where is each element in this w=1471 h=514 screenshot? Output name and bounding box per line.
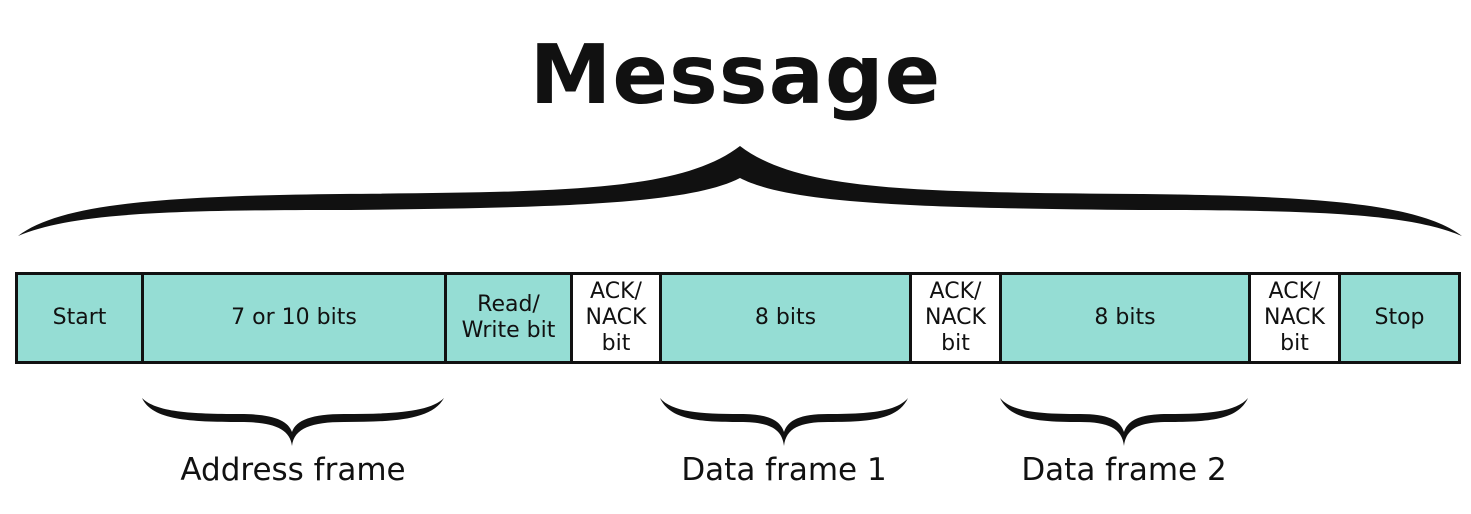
address-frame-label: Address frame xyxy=(180,452,406,488)
address-frame-brace xyxy=(142,398,444,446)
data-frame-2-bits-field: 8 bits xyxy=(1002,275,1251,361)
read-write-bit-field: Read/ Write bit xyxy=(447,275,573,361)
address-bits-field: 7 or 10 bits xyxy=(144,275,447,361)
data-frame-2-label: Data frame 2 xyxy=(1021,452,1227,488)
ack-nack-bit-field-1: ACK/ NACK bit xyxy=(573,275,662,361)
diagram-title: Message xyxy=(529,28,942,123)
start-field: Start xyxy=(18,275,144,361)
data-frame-1-label: Data frame 1 xyxy=(681,452,887,488)
message-frame-bar: Start 7 or 10 bits Read/ Write bit ACK/ … xyxy=(15,272,1461,364)
data-frame-1-brace xyxy=(660,398,908,446)
data-frame-2-brace xyxy=(1000,398,1248,446)
message-brace xyxy=(18,146,1462,236)
data-frame-1-bits-field: 8 bits xyxy=(662,275,912,361)
stop-field: Stop xyxy=(1341,275,1458,361)
ack-nack-bit-field-2: ACK/ NACK bit xyxy=(912,275,1002,361)
ack-nack-bit-field-3: ACK/ NACK bit xyxy=(1251,275,1341,361)
